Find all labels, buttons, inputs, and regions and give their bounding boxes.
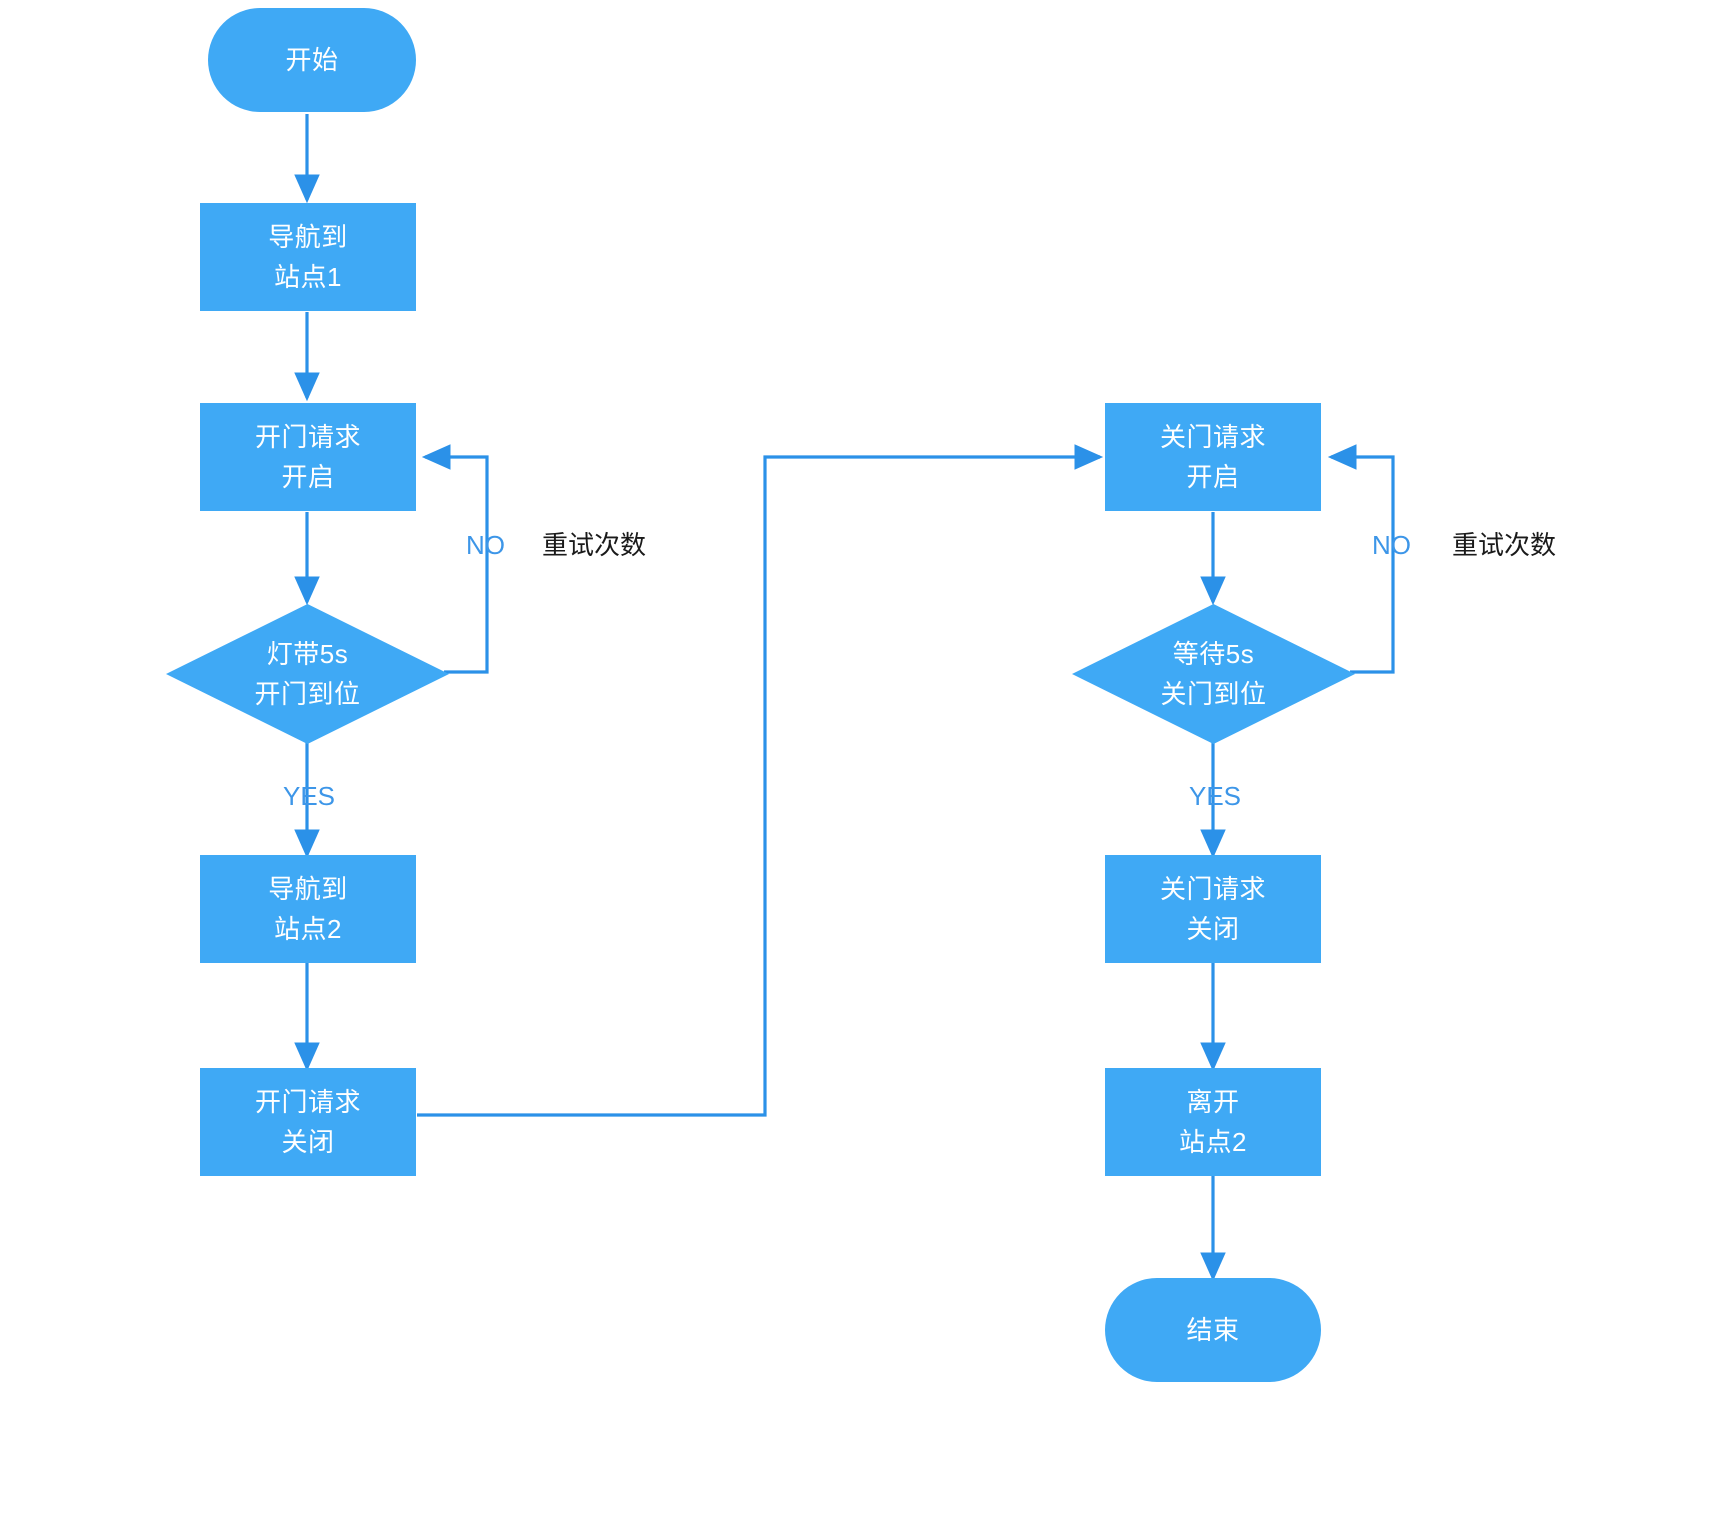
node-navigate-to-station-2[interactable]: 导航到 站点2 <box>200 855 416 963</box>
node-leave-station-2[interactable]: 离开 站点2 <box>1105 1068 1321 1176</box>
node-close-door-request-on-line-2: 开启 <box>1186 462 1240 492</box>
edge-label-no-left: NO <box>466 530 505 560</box>
node-close-door-check-line-2: 关门到位 <box>1160 679 1267 709</box>
node-navigate-to-station-2-line-2: 站点2 <box>274 914 342 944</box>
edge-label-yes-right: YES <box>1189 781 1242 811</box>
edge-label-retry-count-right: 重试次数 <box>1452 530 1557 560</box>
node-close-door-check[interactable]: 等待5s 关门到位 <box>1072 604 1355 744</box>
node-open-door-check-line-2: 开门到位 <box>254 679 361 709</box>
node-start[interactable]: 开始 <box>208 8 416 112</box>
edge-label-retry-count-left: 重试次数 <box>542 530 647 560</box>
node-close-door-request-off-line-2: 关闭 <box>1186 914 1240 944</box>
node-close-door-request-off[interactable]: 关门请求 关闭 <box>1105 855 1321 963</box>
node-open-door-request-off-line-2: 关闭 <box>281 1127 335 1157</box>
node-open-door-request-off[interactable]: 开门请求 关闭 <box>200 1068 416 1176</box>
node-open-door-request-on-line-1: 开门请求 <box>254 421 361 452</box>
node-end[interactable]: 结束 <box>1105 1278 1321 1382</box>
node-close-door-request-off-line-1: 关门请求 <box>1159 873 1266 904</box>
node-navigate-to-station-1-line-2: 站点1 <box>274 262 342 292</box>
node-start-line-1: 开始 <box>285 44 339 75</box>
node-close-door-check-line-1: 等待5s <box>1172 638 1255 669</box>
node-end-line-1: 结束 <box>1186 1314 1240 1345</box>
node-navigate-to-station-1[interactable]: 导航到 站点1 <box>200 203 416 311</box>
node-navigate-to-station-2-line-1: 导航到 <box>268 873 348 904</box>
node-close-door-request-on[interactable]: 关门请求 开启 <box>1105 403 1321 511</box>
node-leave-station-2-line-1: 离开 <box>1186 1086 1240 1117</box>
node-close-door-request-on-line-1: 关门请求 <box>1159 421 1266 452</box>
node-open-door-check-line-1: 灯带5s <box>266 638 349 669</box>
edge-label-no-right: NO <box>1372 530 1411 560</box>
edge-label-yes-left: YES <box>283 781 336 811</box>
node-open-door-request-off-line-1: 开门请求 <box>254 1086 361 1117</box>
node-open-door-request-on-line-2: 开启 <box>281 462 335 492</box>
node-leave-station-2-line-2: 站点2 <box>1179 1127 1247 1157</box>
node-open-door-request-on[interactable]: 开门请求 开启 <box>200 403 416 511</box>
edge-openreq-off-to-closereq-on <box>417 444 1104 1117</box>
node-open-door-check[interactable]: 灯带5s 开门到位 <box>166 604 449 744</box>
node-navigate-to-station-1-line-1: 导航到 <box>268 221 348 252</box>
